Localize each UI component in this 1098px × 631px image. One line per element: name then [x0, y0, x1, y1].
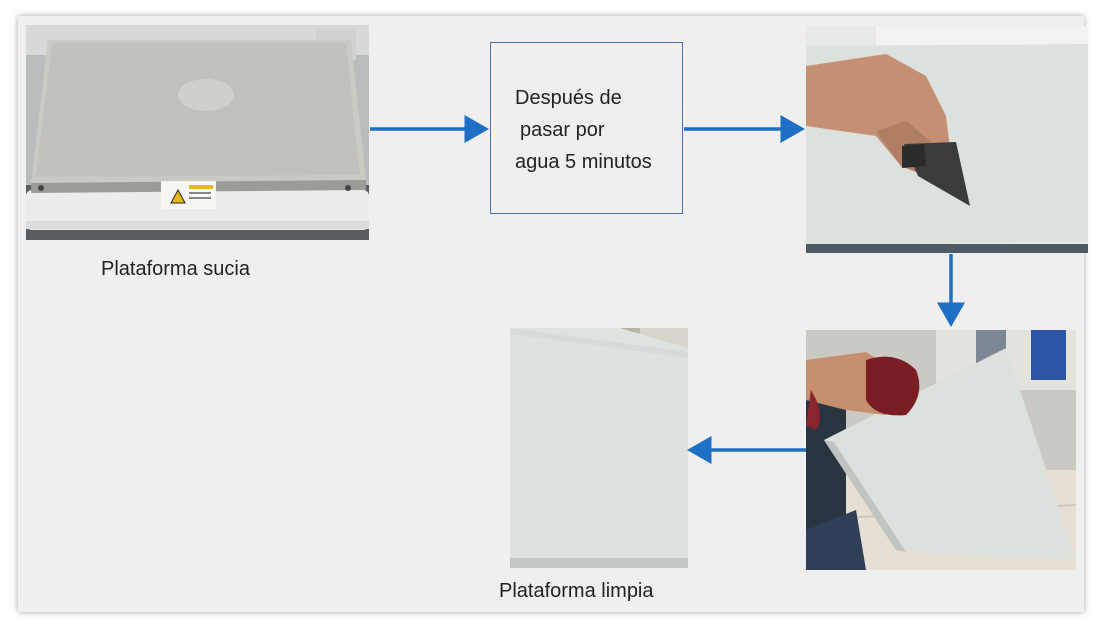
process-step-line-2: pasar por [520, 119, 605, 141]
process-step-box: Después de pasar por agua 5 minutos [490, 42, 683, 214]
process-step-line-1: Después de [515, 87, 622, 109]
clean-platform-photo [510, 328, 688, 568]
dirty-platform-photo [26, 25, 369, 240]
scraping-photo [806, 26, 1088, 253]
process-step-line-3: agua 5 minutos [515, 151, 652, 173]
wiping-photo [806, 330, 1076, 570]
dirty-platform-caption: Plataforma sucia [101, 258, 250, 280]
clean-platform-caption: Plataforma limpia [499, 580, 654, 602]
